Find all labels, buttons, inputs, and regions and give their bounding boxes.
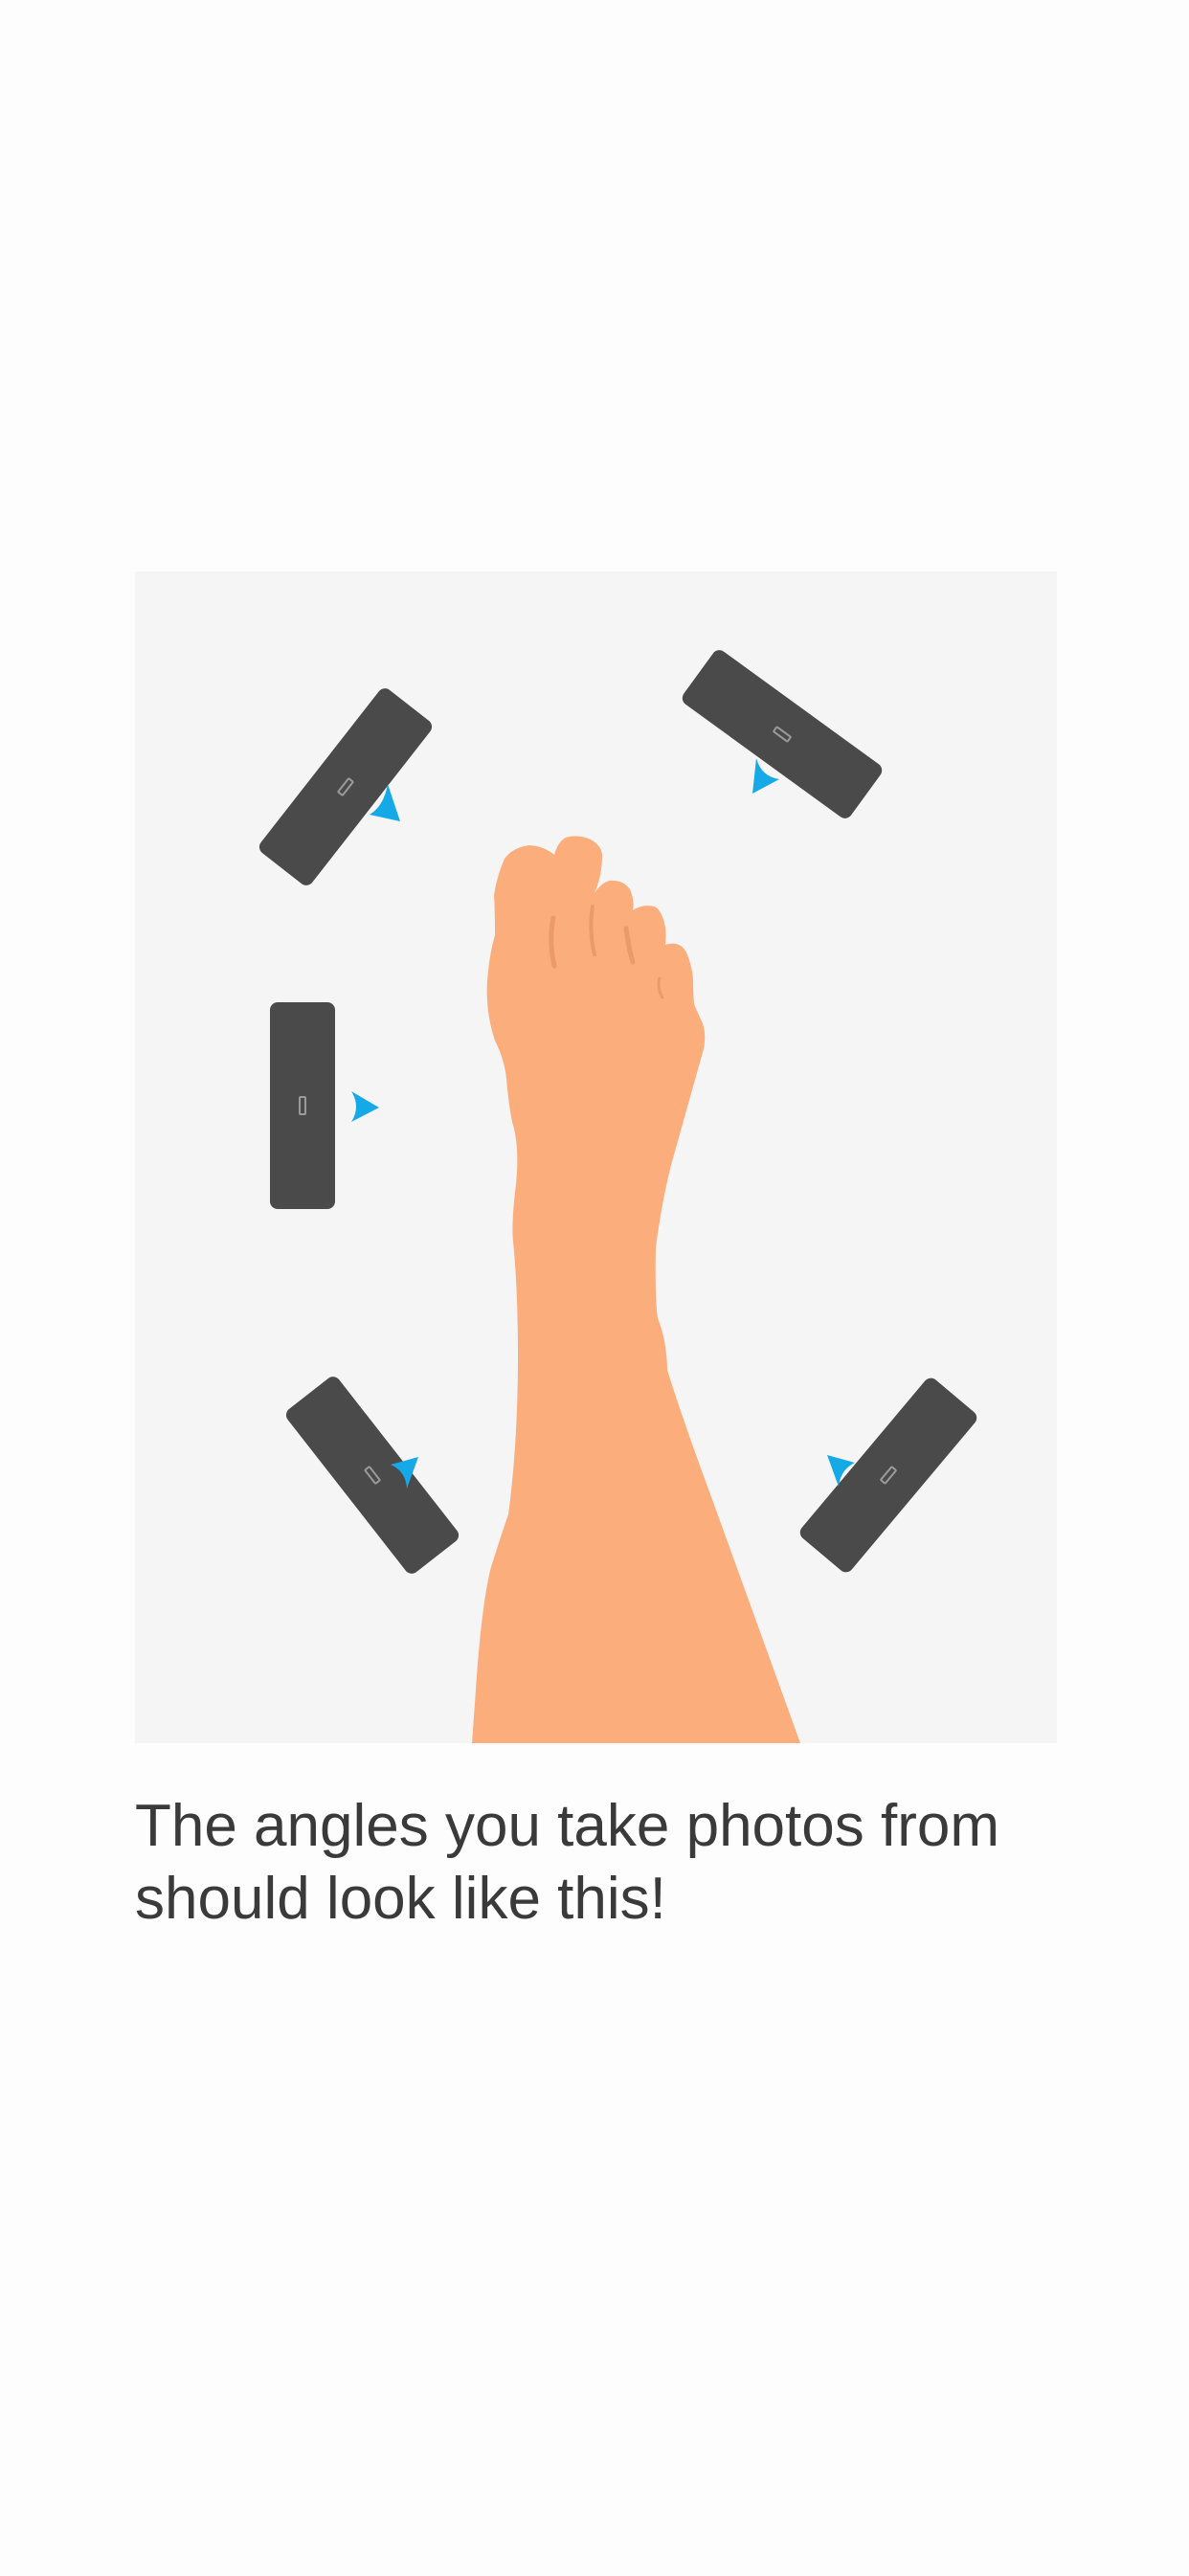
foot-icon — [472, 836, 800, 1743]
phone-top-right — [682, 650, 883, 818]
phone-port-icon — [337, 777, 354, 796]
camera-direction-arrow-icon — [391, 1457, 418, 1489]
phone-bottom-right — [799, 1378, 977, 1573]
camera-direction-arrow-icon — [351, 1091, 379, 1122]
camera-direction-arrow-icon — [752, 758, 779, 794]
phone-icon — [799, 1378, 977, 1573]
phone-bottom-left — [285, 1377, 460, 1574]
camera-direction-arrow-icon — [370, 784, 400, 821]
phone-icon — [682, 650, 883, 818]
phone-icon — [258, 688, 433, 885]
phone-middle-left — [270, 1002, 335, 1209]
phone-port-icon — [880, 1466, 897, 1485]
phone-port-icon — [773, 726, 792, 743]
camera-direction-arrow-icon — [827, 1455, 855, 1487]
phone-icon — [270, 1002, 335, 1209]
photo-angle-illustration — [135, 571, 1057, 1743]
phone-top-left — [258, 688, 433, 885]
illustration-canvas — [258, 650, 977, 1743]
phone-icon — [285, 1377, 460, 1574]
phone-port-icon — [364, 1466, 381, 1485]
phone-port-icon — [299, 1096, 306, 1115]
instruction-caption: The angles you take photos from should l… — [135, 1793, 999, 1932]
